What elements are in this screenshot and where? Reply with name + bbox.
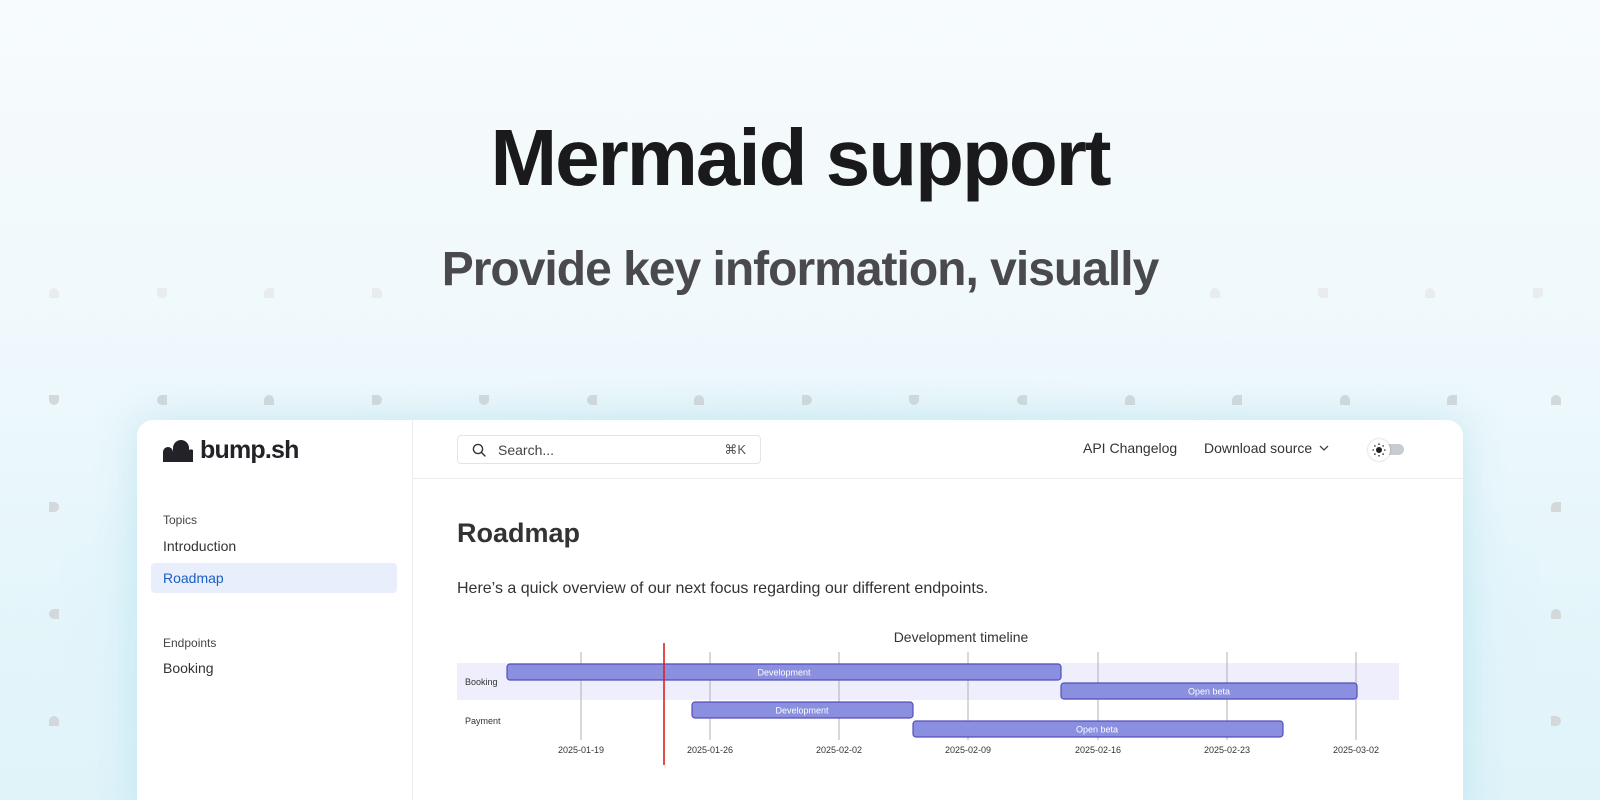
- chevron-down-icon: [1319, 445, 1329, 451]
- chart-title: Development timeline: [894, 629, 1029, 645]
- svg-text:Open beta: Open beta: [1076, 725, 1118, 735]
- svg-text:2025-01-26: 2025-01-26: [687, 745, 733, 755]
- svg-text:2025-01-19: 2025-01-19: [558, 745, 604, 755]
- sidebar: bump.sh Topics Introduction Roadmap Endp…: [137, 420, 413, 800]
- docs-app-window: bump.sh Topics Introduction Roadmap Endp…: [137, 420, 1463, 800]
- logo-text: bump.sh: [200, 436, 299, 464]
- sidebar-item-booking[interactable]: Booking: [163, 660, 214, 676]
- row-label-payment: Payment: [465, 716, 501, 726]
- gantt-bar-booking-development[interactable]: Development: [506, 663, 1062, 681]
- download-source-dropdown[interactable]: Download source: [1204, 440, 1329, 456]
- logo[interactable]: bump.sh: [163, 436, 299, 465]
- toggle-track: [1382, 444, 1404, 455]
- search-shortcut: ⌘K: [724, 441, 746, 457]
- gantt-bar-booking-open-beta[interactable]: Open beta: [1060, 682, 1358, 700]
- gantt-bar-payment-open-beta[interactable]: Open beta: [912, 720, 1284, 738]
- svg-text:Development: Development: [757, 668, 811, 678]
- svg-text:2025-02-02: 2025-02-02: [816, 745, 862, 755]
- sidebar-section-topics: Topics: [163, 513, 198, 527]
- download-source-label: Download source: [1204, 440, 1313, 456]
- sidebar-item-introduction[interactable]: Introduction: [163, 538, 237, 554]
- gantt-bar-payment-development[interactable]: Development: [691, 701, 914, 719]
- svg-text:2025-02-16: 2025-02-16: [1075, 745, 1121, 755]
- svg-text:2025-03-02: 2025-03-02: [1333, 745, 1379, 755]
- toggle-knob: [1368, 439, 1390, 461]
- api-changelog-link[interactable]: API Changelog: [1083, 440, 1178, 456]
- search-icon: [472, 443, 486, 457]
- sidebar-item-roadmap[interactable]: Roadmap: [151, 563, 397, 593]
- search-input[interactable]: Search... ⌘K: [457, 435, 761, 464]
- sun-icon: [1372, 443, 1386, 457]
- main-content: Roadmap Here’s a quick overview of our n…: [413, 480, 1463, 800]
- hero-subtitle: Provide key information, visually: [441, 243, 1160, 296]
- row-label-booking: Booking: [465, 677, 498, 687]
- gantt-chart: Development timeline Booking Payment Dev…: [457, 629, 1399, 765]
- page-title: Roadmap: [457, 518, 581, 548]
- sidebar-section-endpoints: Endpoints: [163, 636, 217, 650]
- search-placeholder: Search...: [498, 441, 555, 458]
- svg-text:2025-02-23: 2025-02-23: [1204, 745, 1250, 755]
- hero-title: Mermaid support: [490, 113, 1112, 202]
- svg-text:2025-02-09: 2025-02-09: [945, 745, 991, 755]
- x-axis: 2025-01-19 2025-01-26 2025-02-02 2025-02…: [558, 745, 1379, 755]
- svg-text:Development: Development: [775, 706, 829, 716]
- page-description: Here’s a quick overview of our next focu…: [457, 580, 989, 597]
- bump-logo-icon: [163, 439, 193, 462]
- theme-toggle[interactable]: [1368, 439, 1408, 461]
- top-bar: Search... ⌘K API Changelog Download sour…: [413, 420, 1463, 479]
- svg-text:Open beta: Open beta: [1188, 687, 1230, 697]
